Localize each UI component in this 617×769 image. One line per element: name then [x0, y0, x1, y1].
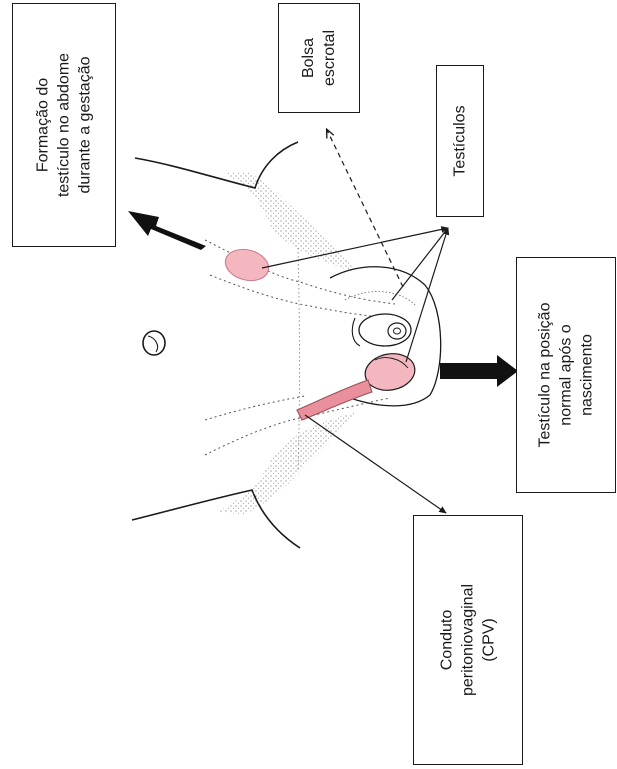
label-formation-line-3: durante a gestação — [75, 53, 96, 197]
label-scrotum: Bolsa escrotal — [278, 3, 360, 113]
label-cpv-line-3: (CPV) — [479, 584, 500, 696]
inguinal-path-lower-2 — [205, 396, 305, 420]
label-cpv-line-1: Conduto — [437, 584, 458, 696]
label-scrotum-line-1: Bolsa — [298, 30, 319, 86]
label-normal-position-line-1: Testículo na posição — [535, 303, 556, 448]
pointer-cpv — [305, 415, 446, 513]
label-formation-line-1: Formação do — [33, 53, 54, 197]
label-normal-position: Testículo na posição normal após o nasci… — [516, 257, 616, 493]
label-testicles: Testículos — [436, 65, 484, 217]
label-normal-position-line-3: nascimento — [577, 303, 598, 448]
label-formation-line-2: testículo no abdome — [54, 53, 75, 197]
peritoneovaginal-canal — [297, 380, 372, 420]
inguinal-path-upper-2 — [210, 275, 390, 318]
label-cpv: Conduto peritoniovaginal (CPV) — [413, 515, 523, 765]
navel-inner — [148, 336, 158, 352]
pointer-testicles-scrotal — [406, 228, 448, 362]
label-formation-abdomen: Formação do testículo no abdome durante … — [12, 3, 116, 247]
label-testicles-text: Testículos — [450, 105, 471, 176]
thick-arrow-normal-position — [440, 355, 518, 387]
scrotal-sac-inner — [345, 292, 415, 305]
label-cpv-line-2: peritoniovaginal — [458, 584, 479, 696]
label-testicles-line-1: Testículos — [450, 105, 471, 176]
label-scrotum-text: Bolsa escrotal — [298, 30, 340, 86]
label-formation-text: Formação do testículo no abdome durante … — [33, 53, 96, 197]
thick-arrow-formation — [128, 211, 206, 250]
label-normal-position-line-2: normal após o — [556, 303, 577, 448]
pelvis-outline-upper — [135, 142, 298, 188]
testicle-abdominal — [222, 245, 272, 285]
navel — [143, 331, 165, 355]
penis-glans — [388, 323, 406, 339]
label-cpv-text: Conduto peritoniovaginal (CPV) — [437, 584, 500, 696]
pelvis-outline-lower — [132, 490, 300, 548]
label-scrotum-line-2: escrotal — [319, 30, 340, 86]
label-normal-position-text: Testículo na posição normal após o nasci… — [535, 303, 598, 448]
stipple-region-lower — [216, 412, 356, 514]
